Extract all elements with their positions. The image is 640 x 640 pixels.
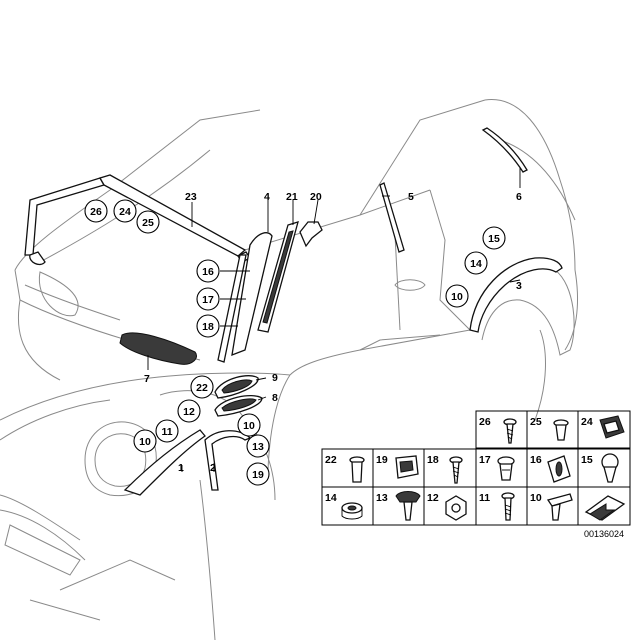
car-body-outline [0, 99, 579, 640]
bonnet-grille [119, 332, 197, 365]
svg-text:18: 18 [202, 321, 214, 333]
grommet-icon [547, 455, 571, 483]
arrow-marker-icon [584, 495, 626, 521]
rivet-icon [349, 456, 365, 483]
callout-23: 23 [185, 191, 197, 203]
svg-text:22: 22 [325, 454, 337, 466]
svg-text:22: 22 [196, 382, 208, 394]
callout-circle-10-front: 10 [133, 429, 157, 453]
callout-7: 7 [144, 373, 150, 385]
windscreen-seal [24, 174, 251, 266]
side-repeaters [214, 375, 263, 417]
svg-text:15: 15 [581, 454, 593, 466]
front-wheel-arch-trims [123, 429, 252, 496]
push-clip-icon [553, 419, 569, 441]
rear-wheel-arch-trim [469, 257, 563, 333]
callout-circle-22: 22 [190, 375, 214, 399]
legend-row-3: 14 13 12 11 10 [325, 492, 542, 504]
callout-circle-24: 24 [113, 199, 137, 223]
svg-text:24: 24 [581, 416, 593, 428]
callout-5: 5 [408, 191, 414, 203]
callout-6: 6 [516, 191, 522, 203]
fastener-icons [341, 415, 626, 521]
svg-text:17: 17 [202, 294, 214, 306]
svg-text:19: 19 [376, 454, 388, 466]
clip-nut-icon [599, 415, 625, 439]
legend-row-1: 26 25 24 [479, 416, 593, 428]
callout-2: 2 [210, 462, 216, 474]
drip-mouldings [379, 127, 528, 253]
svg-text:26: 26 [479, 416, 491, 428]
callout-circle-12: 12 [177, 399, 201, 423]
legend-row-2: 22 19 18 17 16 15 [325, 454, 593, 466]
svg-text:10: 10 [530, 492, 542, 504]
rosette-clip-icon [601, 453, 619, 483]
callout-circle-19: 19 [246, 462, 270, 486]
callout-circle-26: 26 [84, 199, 108, 223]
fastener-legend: 26 25 24 22 19 18 17 16 15 14 13 12 11 1… [321, 410, 631, 526]
svg-text:19: 19 [252, 469, 264, 481]
expansion-clip-icon [497, 456, 515, 481]
callout-20: 20 [310, 191, 322, 203]
svg-text:10: 10 [243, 420, 255, 432]
svg-text:24: 24 [119, 206, 131, 218]
leader-lines [147, 168, 521, 472]
svg-text:15: 15 [488, 233, 500, 245]
callout-circle-10-arch: 10 [237, 413, 261, 437]
plain-callouts: 23 4 21 20 5 6 3 7 9 8 1 2 [144, 191, 522, 474]
callout-21: 21 [286, 191, 298, 203]
reference-code: 00136024 [584, 529, 624, 539]
callout-circle-10-rear: 10 [445, 284, 469, 308]
callout-circle-13: 13 [246, 434, 270, 458]
callout-1: 1 [178, 462, 184, 474]
callout-3: 3 [516, 280, 522, 292]
svg-text:16: 16 [202, 266, 214, 278]
bolt-icon [501, 492, 515, 521]
svg-text:13: 13 [376, 492, 388, 504]
svg-text:10: 10 [139, 436, 151, 448]
callout-circle-15: 15 [482, 226, 506, 250]
svg-text:18: 18 [427, 454, 439, 466]
screw-long-icon [449, 456, 463, 484]
hex-nut-icon [445, 495, 467, 521]
svg-text:16: 16 [530, 454, 542, 466]
svg-text:14: 14 [325, 492, 337, 504]
svg-text:25: 25 [530, 416, 542, 428]
svg-text:10: 10 [451, 291, 463, 303]
callout-circle-11: 11 [155, 419, 179, 443]
callout-circle-16: 16 [196, 259, 220, 283]
svg-text:12: 12 [183, 406, 195, 418]
svg-text:14: 14 [470, 258, 482, 270]
fir-tree-clip-icon [546, 493, 573, 521]
svg-text:26: 26 [90, 206, 102, 218]
callout-8: 8 [272, 392, 278, 404]
svg-text:12: 12 [427, 492, 439, 504]
callout-circle-14: 14 [464, 251, 488, 275]
callout-circle-17: 17 [196, 287, 220, 311]
svg-text:25: 25 [142, 217, 154, 229]
a-pillar-trim [217, 221, 323, 363]
bush-icon [341, 502, 363, 520]
screw-icon [503, 418, 517, 444]
cap-clip-icon [395, 491, 421, 521]
svg-text:13: 13 [252, 441, 264, 453]
circled-callouts: 26 24 25 16 17 18 15 14 10 22 12 11 10 1… [84, 199, 506, 486]
svg-text:11: 11 [161, 426, 172, 438]
callout-4: 4 [264, 191, 270, 203]
callout-circle-18: 18 [196, 314, 220, 338]
svg-text:17: 17 [479, 454, 491, 466]
square-nut-icon [395, 455, 419, 479]
callout-circle-25: 25 [136, 210, 160, 234]
svg-text:11: 11 [479, 492, 490, 504]
callout-9: 9 [272, 372, 278, 384]
